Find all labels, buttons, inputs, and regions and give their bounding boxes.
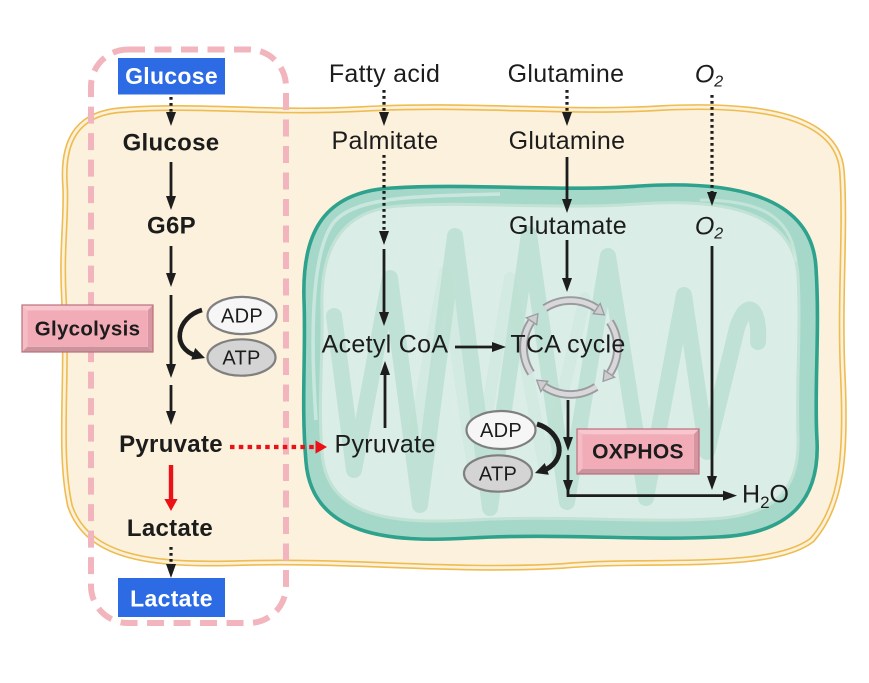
svg-text:Glycolysis: Glycolysis bbox=[35, 318, 141, 341]
svg-text:Glutamine: Glutamine bbox=[509, 127, 626, 155]
svg-text:G6P: G6P bbox=[147, 213, 196, 240]
svg-text:Lactate: Lactate bbox=[127, 515, 213, 542]
svg-text:ATP: ATP bbox=[222, 348, 260, 370]
svg-text:Fatty acid: Fatty acid bbox=[329, 60, 440, 88]
svg-text:Lactate: Lactate bbox=[130, 585, 213, 611]
svg-text:Pyruvate: Pyruvate bbox=[334, 430, 435, 458]
svg-text:H2O: H2O bbox=[742, 480, 789, 511]
svg-text:OXPHOS: OXPHOS bbox=[592, 441, 684, 464]
svg-text:ADP: ADP bbox=[221, 306, 263, 328]
svg-text:ATP: ATP bbox=[479, 464, 517, 486]
svg-text:Glucose: Glucose bbox=[123, 130, 220, 157]
svg-text:Glucose: Glucose bbox=[125, 63, 218, 89]
svg-text:Palmitate: Palmitate bbox=[332, 127, 439, 155]
svg-text:TCA cycle: TCA cycle bbox=[510, 331, 625, 359]
svg-text:Acetyl CoA: Acetyl CoA bbox=[322, 331, 449, 359]
svg-text:Glutamine: Glutamine bbox=[508, 60, 625, 88]
svg-text:ADP: ADP bbox=[480, 420, 522, 442]
svg-text:O2: O2 bbox=[695, 60, 723, 90]
svg-text:Glutamate: Glutamate bbox=[509, 212, 627, 240]
svg-text:Pyruvate: Pyruvate bbox=[119, 431, 223, 458]
